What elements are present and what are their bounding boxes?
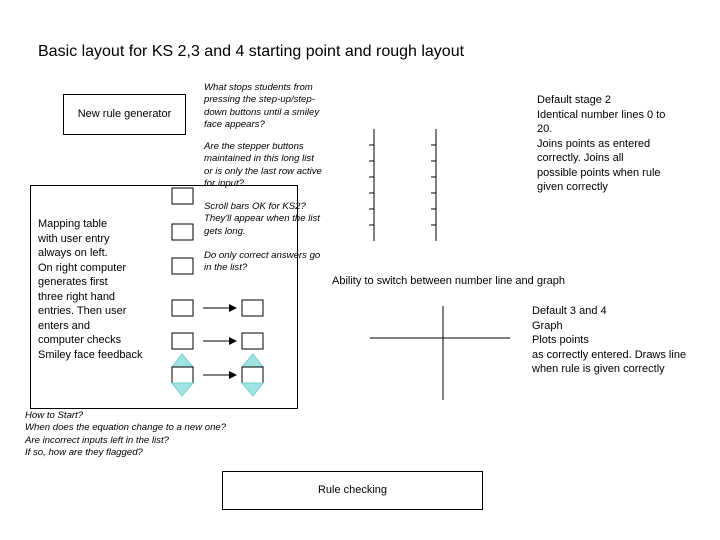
step-up-icon[interactable] bbox=[240, 353, 265, 368]
step-down-icon[interactable] bbox=[240, 382, 265, 397]
step-up-icon[interactable] bbox=[170, 353, 195, 368]
input-box-right[interactable] bbox=[241, 299, 264, 317]
number-lines bbox=[369, 129, 437, 241]
input-box-left[interactable] bbox=[171, 332, 194, 350]
rule-generator-label: New rule generator bbox=[77, 108, 172, 121]
rule-checking-box[interactable]: Rule checking bbox=[222, 471, 483, 510]
note-how-to-start: How to Start? When does the equation cha… bbox=[25, 410, 227, 459]
note-scroll-bars: Scroll bars OK for KS2? They'll appear w… bbox=[204, 201, 320, 237]
input-box-left[interactable] bbox=[171, 223, 194, 241]
input-box-right[interactable] bbox=[241, 332, 264, 350]
input-box-left[interactable] bbox=[171, 257, 194, 275]
default-stage-2-text: Default stage 2 Identical number lines 0… bbox=[537, 94, 666, 193]
input-box-left[interactable] bbox=[171, 187, 194, 205]
step-down-icon[interactable] bbox=[170, 382, 195, 397]
default-stage-3-4-text: Default 3 and 4 Graph Plots points as co… bbox=[532, 305, 687, 375]
note-stepper-maintained: Are the stepper buttons maintained in th… bbox=[204, 141, 322, 190]
input-box-left[interactable] bbox=[171, 366, 194, 384]
rule-checking-label: Rule checking bbox=[317, 484, 388, 497]
mapping-table-description: Mapping table with user entry always on … bbox=[38, 218, 143, 361]
rule-generator-box[interactable]: New rule generator bbox=[63, 94, 186, 135]
note-stepper-stop: What stops students from pressing the st… bbox=[204, 82, 320, 131]
input-box-right[interactable] bbox=[241, 366, 264, 384]
graph-axes bbox=[370, 306, 510, 400]
input-box-left[interactable] bbox=[171, 299, 194, 317]
page-title: Basic layout for KS 2,3 and 4 starting p… bbox=[38, 43, 465, 60]
switch-view-label: Ability to switch between number line an… bbox=[332, 275, 565, 287]
note-correct-only: Do only correct answers go in the list? bbox=[204, 250, 321, 274]
